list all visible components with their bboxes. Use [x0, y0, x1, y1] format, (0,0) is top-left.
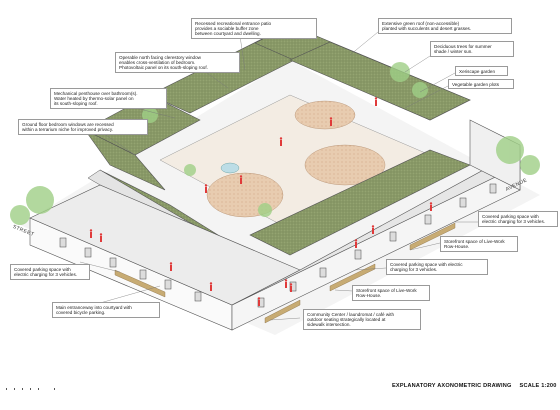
annotation-community-center: Community Center / laundromat / café wit…	[303, 309, 421, 331]
annotation-storefront-mid: Storefront space of Live-Work Row-House.	[352, 285, 430, 301]
annotation-xeriscape: Xeriscape garden	[455, 66, 508, 77]
planter-4	[409, 222, 456, 251]
annotation-parking-mid: Covered parking space with electric char…	[386, 259, 488, 275]
lawn-east	[304, 144, 386, 186]
tree-clusters	[10, 62, 540, 225]
annotation-green-roof: Extensive green roof (non-accessible) pl…	[378, 18, 512, 34]
scale-text: SCALE 1:200	[519, 383, 557, 389]
annotation-deciduous-trees: Deciduous trees for summer shade / winte…	[430, 41, 514, 57]
drawing-title: EXPLANATORY AXONOMETRIC DRAWING SCALE 1:2…	[392, 383, 557, 389]
planter-3	[329, 263, 376, 292]
title-text: EXPLANATORY AXONOMETRIC DRAWING	[392, 383, 512, 389]
annotation-parking-right: Covered parking space with electric char…	[478, 211, 558, 227]
scale-bar	[6, 388, 55, 390]
planter-2	[264, 299, 301, 324]
annotation-main-entrance: Main entranceway into courtyard with cov…	[52, 302, 160, 318]
annotation-clerestory: Operable north facing clerestory window …	[115, 52, 240, 74]
annotation-storefront-right: Storefront space of Live-Work Row-House.	[440, 236, 518, 252]
annotation-entrance-patio: Recessed recreational entrance patio pro…	[191, 18, 317, 40]
planter-1	[114, 269, 166, 298]
annotation-penthouse: Mechanical penthouse over bathroom(s). W…	[50, 88, 167, 110]
annotation-parking-left: Covered parking space with electric char…	[10, 264, 90, 280]
annotation-bedroom-windows: Ground floor bedroom windows are recesse…	[18, 119, 148, 135]
annotation-vegetable: Vegetable garden plots	[448, 79, 514, 90]
fountain	[220, 162, 240, 174]
lawn-north	[294, 100, 356, 130]
people	[89, 97, 433, 306]
